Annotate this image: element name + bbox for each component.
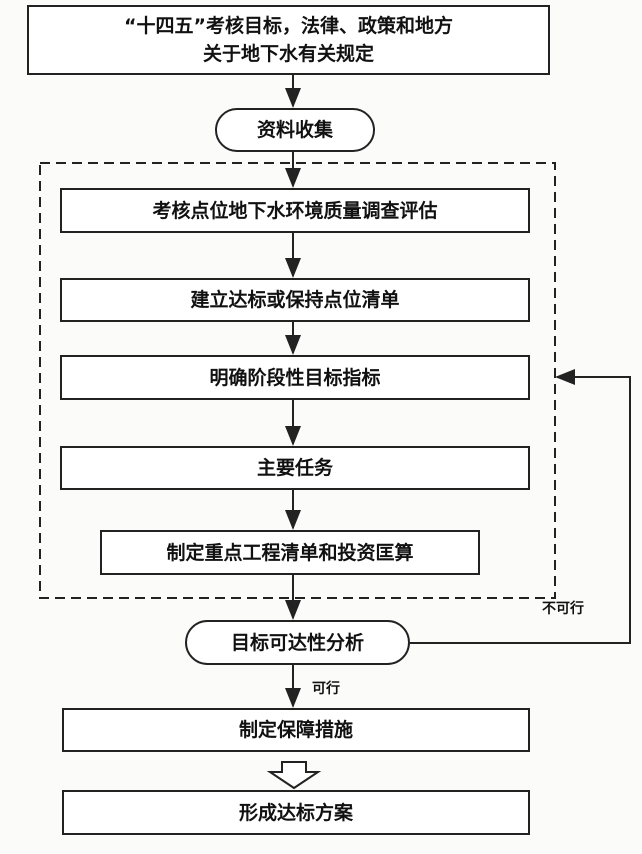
feasible-label: 可行 — [312, 681, 340, 697]
source-line-2: 关于地下水有关规定 — [202, 43, 374, 65]
feasibility-node: 目标可达性分析 — [185, 620, 410, 665]
hollow-arrow — [266, 761, 322, 790]
dashed-group-border — [39, 162, 556, 599]
tasks-box: 主要任务 — [60, 446, 530, 490]
source-line-1: “十四五”考核目标，法律、政策和地方 — [124, 15, 453, 37]
collect-node: 资料收集 — [215, 108, 375, 152]
survey-box: 考核点位地下水环境质量调查评估 — [60, 188, 530, 233]
projects-box: 制定重点工程清单和投资匡算 — [100, 530, 480, 575]
source-box: “十四五”考核目标，法律、政策和地方 关于地下水有关规定 — [27, 5, 550, 75]
targets-box: 明确阶段性目标指标 — [60, 355, 530, 400]
infeasible-label: 不可行 — [542, 601, 584, 617]
plan-box: 形成达标方案 — [62, 790, 530, 835]
feedback-arrow — [410, 369, 631, 644]
list-box: 建立达标或保持点位清单 — [60, 278, 530, 322]
safeguards-box: 制定保障措施 — [62, 708, 530, 752]
